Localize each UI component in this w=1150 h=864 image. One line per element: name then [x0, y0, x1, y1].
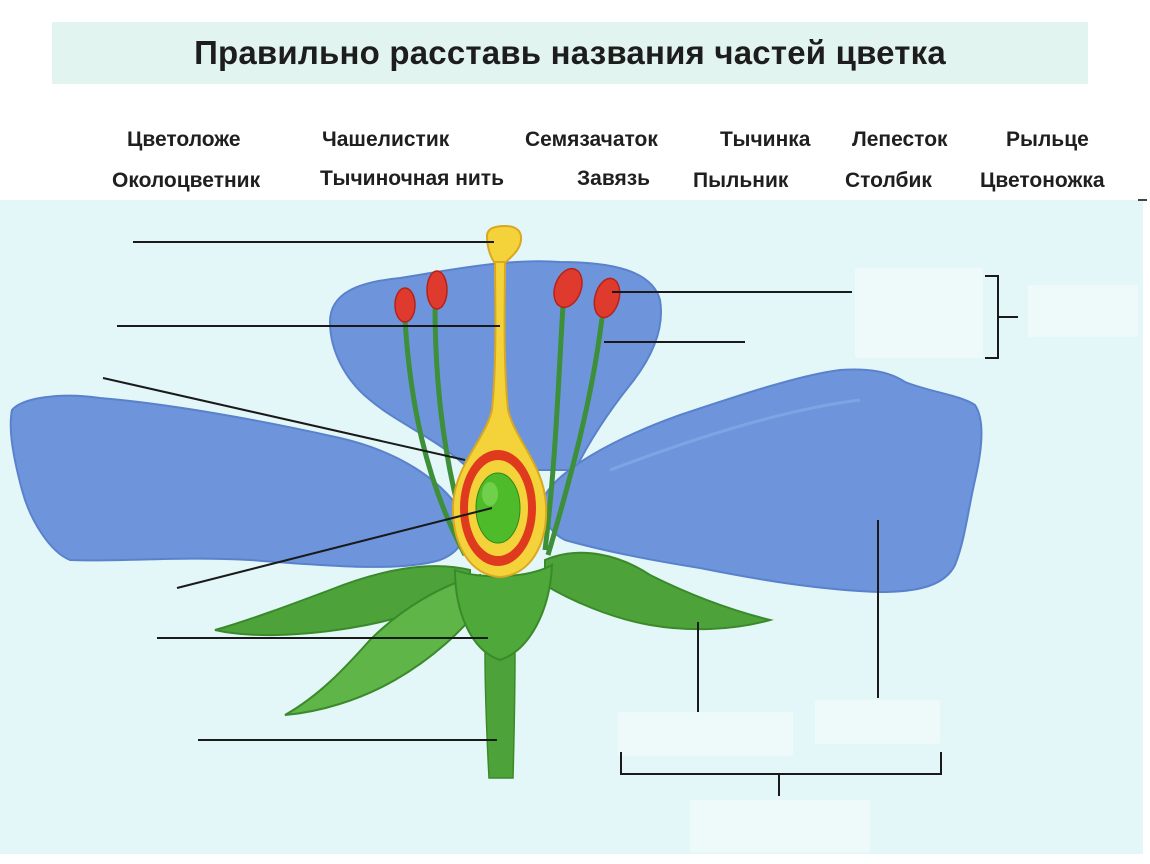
- answer-slot-sepal[interactable]: [618, 712, 793, 756]
- term-anther[interactable]: Пыльник: [693, 169, 789, 192]
- term-pedicel[interactable]: Цветоножка: [980, 169, 1105, 192]
- right-edge: [1143, 0, 1150, 864]
- ovule-highlight: [482, 482, 498, 506]
- anther-2: [426, 270, 448, 310]
- filament-1: [402, 319, 468, 557]
- ovule: [475, 472, 521, 544]
- pointer-ovule: [176, 507, 493, 589]
- bracket-stamen: [985, 275, 1018, 359]
- sepal-right: [544, 551, 774, 631]
- right-petal-shade: [609, 398, 861, 472]
- page-title: Правильно расставь названия частей цветк…: [194, 34, 946, 71]
- term-sepal[interactable]: Чашелистик: [322, 128, 450, 151]
- filament-4: [545, 317, 605, 556]
- term-stamen[interactable]: Тычинка: [720, 128, 811, 151]
- answer-slot-stamen[interactable]: [1028, 285, 1138, 337]
- term-style[interactable]: Столбик: [845, 169, 932, 192]
- bracket-perianth: [620, 752, 942, 796]
- term-ovary[interactable]: Завязь: [577, 167, 651, 190]
- term-receptacle[interactable]: Цветоложе: [127, 128, 241, 151]
- term-filament[interactable]: Тычиночная нить: [320, 167, 505, 190]
- answer-slot-stamen-parts[interactable]: [855, 268, 983, 358]
- edge-tick: [1138, 199, 1147, 201]
- term-petal[interactable]: Лепесток: [852, 128, 948, 151]
- anther-3: [553, 267, 583, 309]
- right-petal: [542, 368, 983, 594]
- title-band: Правильно расставь названия частей цветк…: [52, 22, 1088, 84]
- filament-3: [542, 304, 566, 551]
- answer-slot-perianth[interactable]: [690, 800, 870, 852]
- stigma: [485, 224, 523, 263]
- left-petal: [9, 394, 466, 568]
- pointer-lines: [102, 241, 1018, 796]
- term-ovule[interactable]: Семязачаток: [525, 128, 658, 151]
- anther-1: [394, 287, 416, 323]
- anther-4: [593, 277, 621, 319]
- receptacle: [453, 563, 554, 662]
- term-stigma[interactable]: Рыльце: [1006, 128, 1089, 151]
- term-perianth[interactable]: Околоцветник: [112, 169, 261, 192]
- answer-slot-petal[interactable]: [815, 700, 940, 744]
- pointer-ovary: [102, 377, 466, 461]
- sepal-front-left: [284, 573, 487, 716]
- pedicel: [484, 649, 516, 779]
